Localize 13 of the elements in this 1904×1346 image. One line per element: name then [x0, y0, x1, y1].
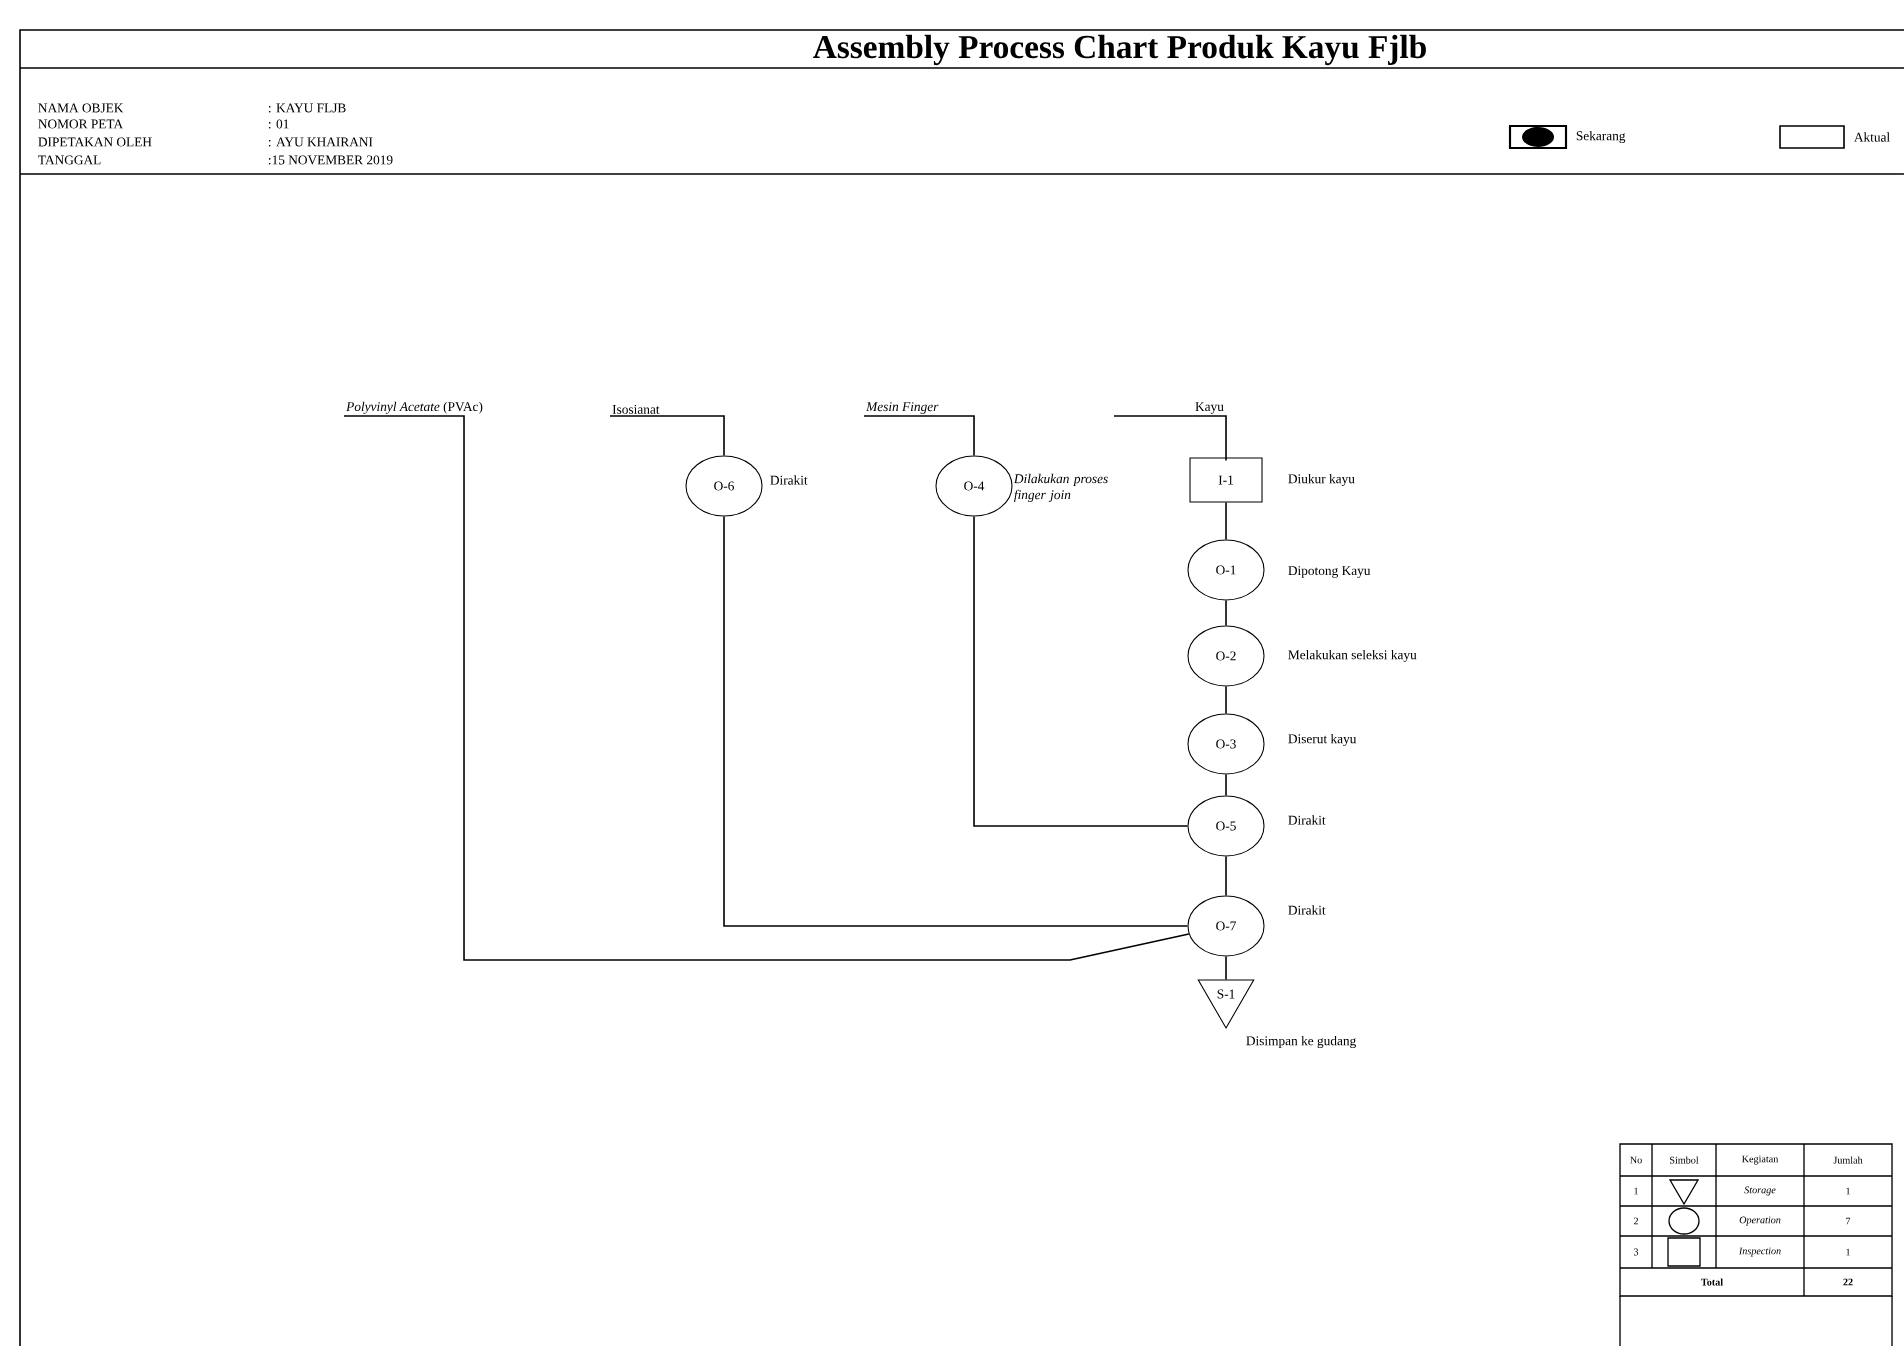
flow-line: [343, 415, 1190, 961]
flow-line: [1225, 955, 1227, 981]
flow-line: [1225, 599, 1227, 627]
flow-line: [609, 415, 725, 457]
flow-line: [863, 415, 975, 457]
flow-line: [1225, 773, 1227, 797]
chart-title: Assembly Process Chart Produk Kayu Fjlb: [813, 34, 1426, 66]
flow-line: [1225, 685, 1227, 715]
flow-line: [973, 515, 1189, 827]
flow-line: [1192, 415, 1227, 462]
flow-line: [1225, 855, 1227, 897]
flow-line: [723, 515, 1189, 927]
flow-line: [1225, 501, 1227, 541]
